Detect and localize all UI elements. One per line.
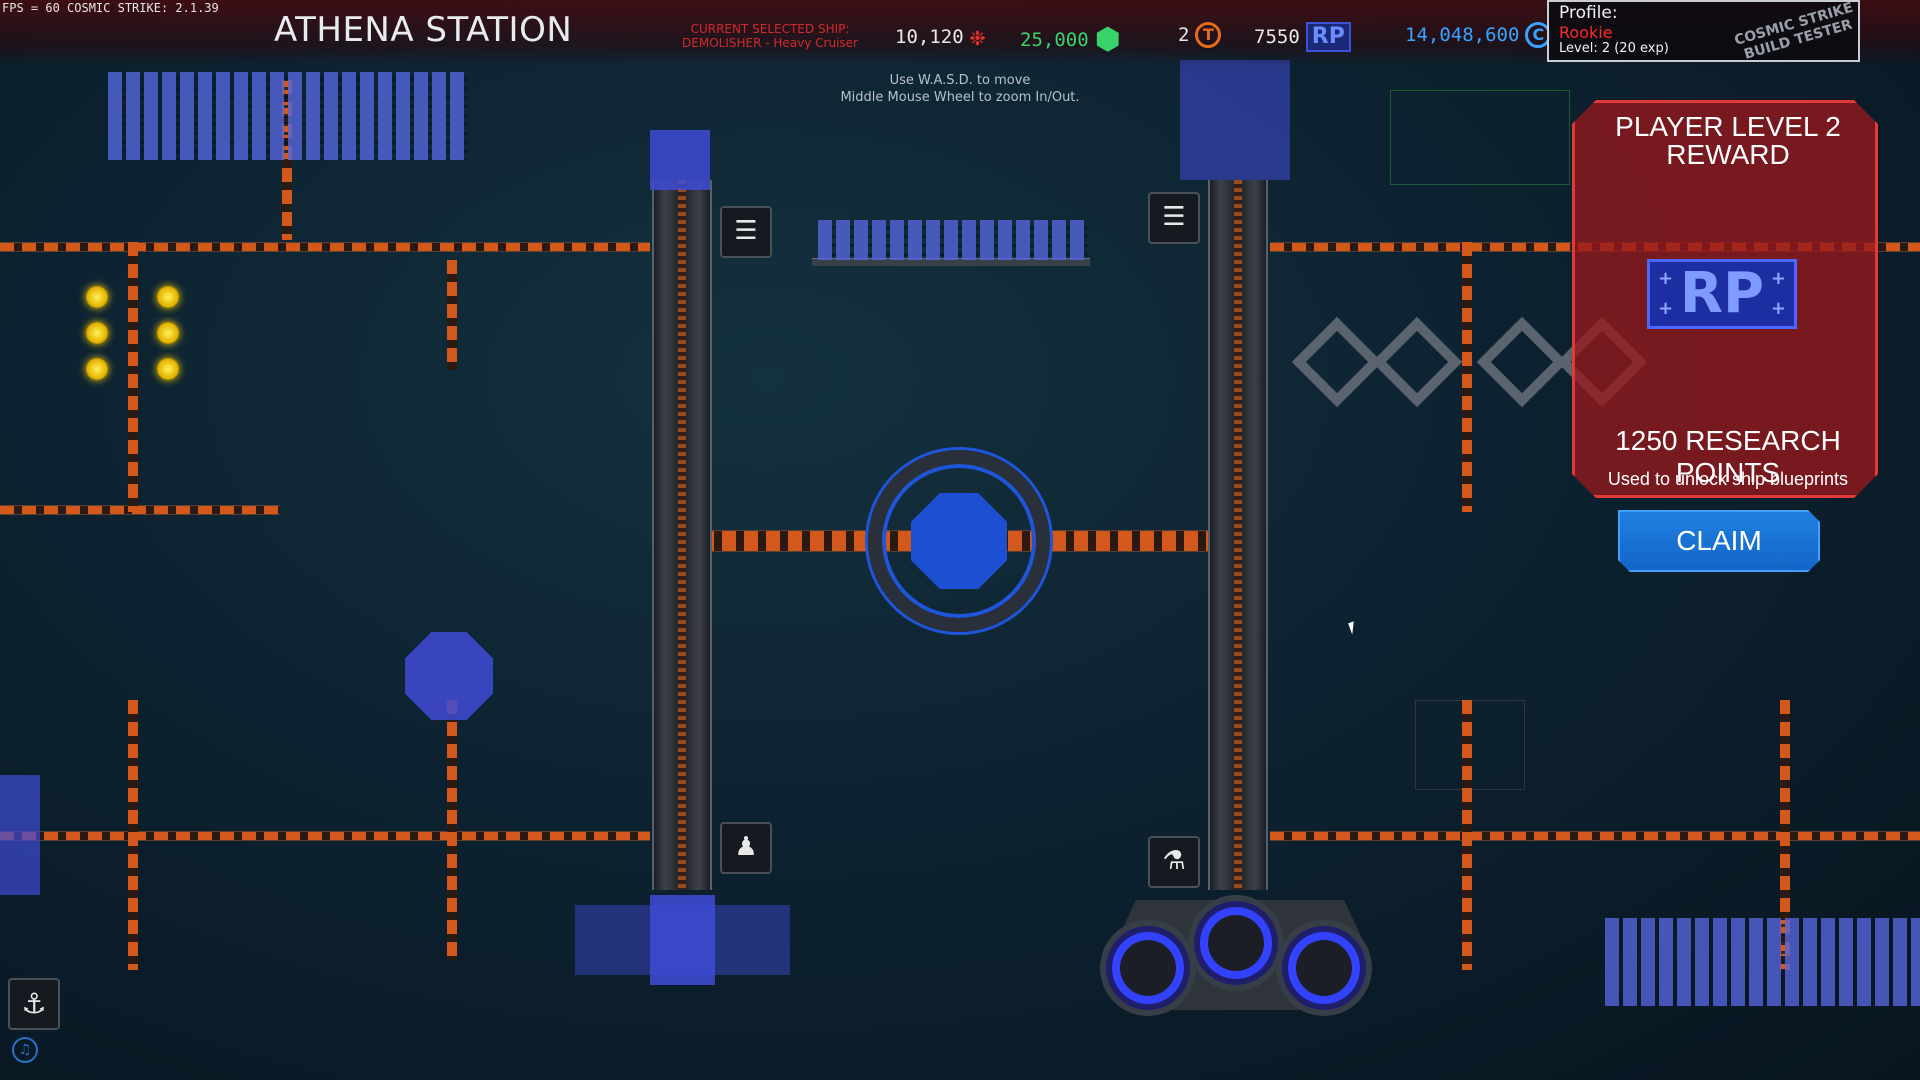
station-vbeam bbox=[128, 242, 138, 512]
engine-thruster bbox=[1188, 895, 1284, 991]
station-title: ATHENA STATION bbox=[274, 10, 573, 50]
mouse-cursor-icon bbox=[1348, 621, 1358, 635]
station-vbeam bbox=[1462, 700, 1472, 970]
station-vbeam bbox=[1780, 700, 1790, 970]
tasks-checklist-icon[interactable]: ☰ bbox=[1148, 192, 1200, 244]
research-microscope-icon[interactable]: ⚗ bbox=[1148, 836, 1200, 888]
rp-icon: RP bbox=[1305, 22, 1351, 52]
claim-reward-button[interactable]: CLAIM REWARD bbox=[1618, 510, 1820, 572]
cargo-panel-grid bbox=[1605, 918, 1920, 1006]
profile-panel[interactable]: Profile: Rookie Level: 2 (20 exp) COSMIC… bbox=[1547, 0, 1860, 63]
beacon-light bbox=[157, 286, 179, 308]
cargo-module[interactable] bbox=[575, 905, 790, 975]
profile-level: Level: 2 (20 exp) bbox=[1559, 41, 1669, 56]
ore-icon: ⬢ bbox=[1094, 22, 1121, 57]
octagon-module[interactable] bbox=[405, 632, 493, 720]
station-vbeam bbox=[447, 260, 457, 370]
beacon-light bbox=[86, 358, 108, 380]
fps-counter: FPS = 60 COSMIC STRIKE: 2.1.39 bbox=[2, 1, 219, 15]
plus-icon: + bbox=[1770, 298, 1786, 319]
reward-title-line: REWARD bbox=[1666, 139, 1790, 170]
resource-value: 25,000 bbox=[1020, 28, 1089, 51]
sound-toggle-icon[interactable]: ♫ bbox=[12, 1037, 38, 1063]
resource-value: 7550 bbox=[1254, 26, 1300, 48]
station-vbeam bbox=[1462, 242, 1472, 512]
blueprint-outline bbox=[1390, 90, 1570, 185]
cargo-panel-grid bbox=[108, 72, 468, 160]
station-pillar-right bbox=[1208, 180, 1268, 890]
missions-list-icon[interactable]: ☰ bbox=[720, 206, 772, 258]
crew-person-icon[interactable]: ♟ bbox=[720, 822, 772, 874]
station-beam bbox=[1270, 831, 1920, 841]
station-vbeam bbox=[282, 80, 292, 240]
reward-title-line: PLAYER LEVEL 2 bbox=[1615, 111, 1841, 142]
beacon-light bbox=[157, 358, 179, 380]
profile-tag: COSMIC STRIKE BUILD TESTER bbox=[1732, 0, 1855, 63]
central-hub-core[interactable] bbox=[911, 493, 1007, 589]
resource-value: 2 bbox=[1178, 24, 1190, 46]
controls-hint-line: Use W.A.S.D. to move bbox=[889, 73, 1031, 88]
blueprint-outline bbox=[1415, 700, 1525, 790]
pod-module bbox=[1371, 316, 1463, 408]
resource-ore: 25,000 ⬢ bbox=[1020, 22, 1121, 57]
selected-ship-label: CURRENT SELECTED SHIP: bbox=[690, 22, 850, 36]
token-icon: T bbox=[1195, 22, 1222, 48]
resource-research-points: 7550 RP bbox=[1254, 22, 1351, 52]
dna-icon: ❉ bbox=[969, 22, 986, 52]
controls-hint: Use W.A.S.D. to move Middle Mouse Wheel … bbox=[830, 72, 1090, 106]
resource-value: 10,120 bbox=[895, 26, 964, 48]
docking-module[interactable] bbox=[1180, 60, 1290, 180]
resource-value: 14,048,600 bbox=[1405, 24, 1520, 46]
station-beam bbox=[0, 505, 280, 515]
selected-ship-info[interactable]: CURRENT SELECTED SHIP: DEMOLISHER - Heav… bbox=[650, 22, 890, 50]
plus-icon: + bbox=[1658, 268, 1674, 289]
station-pillar-left bbox=[652, 180, 712, 890]
profile-heading: Profile: bbox=[1559, 3, 1618, 23]
pod-module bbox=[1476, 316, 1568, 408]
ship-select-icon[interactable]: ⚓ bbox=[8, 978, 60, 1030]
engine-thruster bbox=[1276, 920, 1372, 1016]
reward-description: Used to unlock ship blueprints bbox=[1607, 469, 1849, 489]
station-beam bbox=[0, 242, 650, 252]
beacon-light bbox=[86, 322, 108, 344]
docking-module[interactable] bbox=[650, 130, 710, 190]
engine-thruster bbox=[1100, 920, 1196, 1016]
plus-icon: + bbox=[1658, 298, 1674, 319]
hangar-module[interactable] bbox=[0, 775, 40, 895]
station-beam bbox=[0, 831, 650, 841]
cargo-module[interactable] bbox=[650, 895, 715, 985]
controls-hint-line: Middle Mouse Wheel to zoom In/Out. bbox=[840, 90, 1080, 105]
plus-icon: + bbox=[1770, 268, 1786, 289]
level-reward-panel: PLAYER LEVEL 2 REWARD RP + + + + 1250 RE… bbox=[1572, 100, 1878, 498]
station-vbeam bbox=[128, 700, 138, 970]
resource-dna: 10,120 ❉ bbox=[895, 22, 985, 52]
beacon-light bbox=[157, 322, 179, 344]
reward-badge-text: RP bbox=[1679, 261, 1765, 326]
beacon-light bbox=[86, 286, 108, 308]
reward-points: 1250 RESEARCH POINTS bbox=[1615, 425, 1841, 488]
rp-reward-icon: RP + + + + bbox=[1647, 259, 1797, 329]
cargo-panel-grid bbox=[818, 220, 1088, 260]
selected-ship-value: DEMOLISHER - Heavy Cruiser bbox=[682, 36, 858, 50]
reward-title: PLAYER LEVEL 2 REWARD bbox=[1575, 111, 1878, 170]
pod-module bbox=[1291, 316, 1383, 408]
resource-credits: 14,048,600 C bbox=[1405, 22, 1552, 48]
station-vbeam bbox=[447, 700, 457, 960]
profile-name: Rookie bbox=[1559, 23, 1613, 42]
resource-token: 2 T bbox=[1178, 22, 1222, 48]
